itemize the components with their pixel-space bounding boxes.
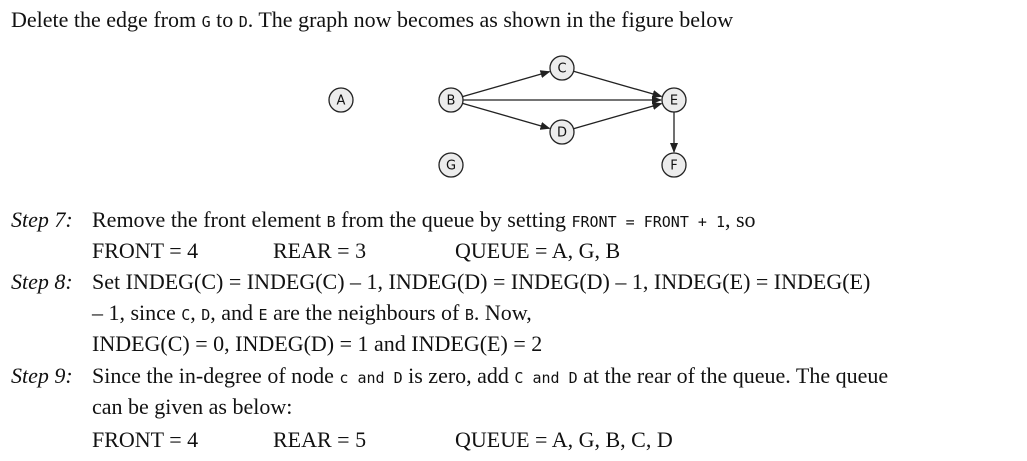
node-circle <box>438 152 464 178</box>
step9-code-1: c and D <box>339 369 403 387</box>
graph-node-c: C <box>549 55 575 81</box>
graph-node-b: B <box>438 87 464 113</box>
intro-text-1: Delete the edge from <box>11 7 202 32</box>
node-label: A <box>337 94 346 109</box>
node-circle <box>661 152 687 178</box>
edge-b-d <box>462 102 551 130</box>
node-circle <box>661 87 687 113</box>
step8-line3: INDEG(C) = 0, INDEG(D) = 1 and INDEG(E) … <box>92 331 543 356</box>
step9-line2: can be given as below: <box>92 394 293 419</box>
graph-node-g: G <box>438 152 464 178</box>
step8-text-d: . Now, <box>473 300 532 325</box>
step7-line1: Remove the front element B from the queu… <box>92 207 756 235</box>
step7-code: FRONT = FRONT + 1 <box>571 213 725 231</box>
step7-label: Step 7: <box>11 207 73 232</box>
step9-line1: Since the in-degree of node c and D is z… <box>92 363 888 391</box>
step8-line2: – 1, since C, D, and E are the neighbour… <box>92 300 532 328</box>
step8-node-e: E <box>258 306 268 324</box>
step7-node: B <box>326 213 336 231</box>
intro-text-3: . The graph now becomes as shown in the … <box>247 7 734 32</box>
step8-label: Step 8: <box>11 269 73 294</box>
step7-text-3: , so <box>725 207 756 232</box>
step9-queue: QUEUE = A, G, B, C, D <box>455 427 673 452</box>
node-circle <box>549 119 575 145</box>
graph-node-d: D <box>549 119 575 145</box>
step9-text-1: Since the in-degree of node <box>92 363 340 388</box>
edge-b-c <box>462 70 551 98</box>
step7-text-2: from the queue by setting <box>335 207 572 232</box>
step9-code-2: C and D <box>514 369 578 387</box>
step7-front: FRONT = 4 <box>92 238 199 263</box>
step7-rear: REAR = 3 <box>273 238 367 263</box>
step9-front: FRONT = 4 <box>92 427 199 452</box>
step9-rear: REAR = 5 <box>273 427 367 452</box>
node-label: G <box>446 159 456 174</box>
graph-nodes: A B C D E F G <box>328 55 687 178</box>
step8-text-a: – 1, since <box>92 300 182 325</box>
intro-node-from: G <box>201 13 211 31</box>
edge-d-e <box>573 102 663 130</box>
step9-text-2: is zero, add <box>402 363 515 388</box>
node-label: F <box>670 159 677 174</box>
step8-node-b: B <box>464 306 474 324</box>
node-circle <box>549 55 575 81</box>
graph-node-f: F <box>661 152 687 178</box>
intro-node-to: D <box>238 13 248 31</box>
step7-text-1: Remove the front element <box>92 207 327 232</box>
intro-sentence: Delete the edge from G to D. The graph n… <box>11 7 733 35</box>
step8-text-b: , and <box>210 300 259 325</box>
node-label: C <box>557 62 566 77</box>
graph-node-e: E <box>661 87 687 113</box>
node-label: B <box>447 94 456 109</box>
graph-figure: A B C D E F G <box>328 55 687 178</box>
graph-edges <box>462 70 678 153</box>
step9-label: Step 9: <box>11 363 73 388</box>
step8-node-c: C <box>181 306 191 324</box>
node-label: E <box>670 94 678 109</box>
node-circle <box>328 87 354 113</box>
step7-queue: QUEUE = A, G, B <box>455 238 621 263</box>
step8-node-d: D <box>201 306 211 324</box>
step9-text-3: at the rear of the queue. The queue <box>577 363 889 388</box>
node-label: D <box>557 126 567 141</box>
graph-node-a: A <box>328 87 354 113</box>
step8-line1: Set INDEG(C) = INDEG(C) – 1, INDEG(D) = … <box>92 269 871 294</box>
intro-text-2: to <box>210 7 239 32</box>
step8-text-c: are the neighbours of <box>267 300 465 325</box>
step8-sep: , <box>190 300 202 325</box>
edge-c-e <box>573 70 663 98</box>
node-circle <box>438 87 464 113</box>
